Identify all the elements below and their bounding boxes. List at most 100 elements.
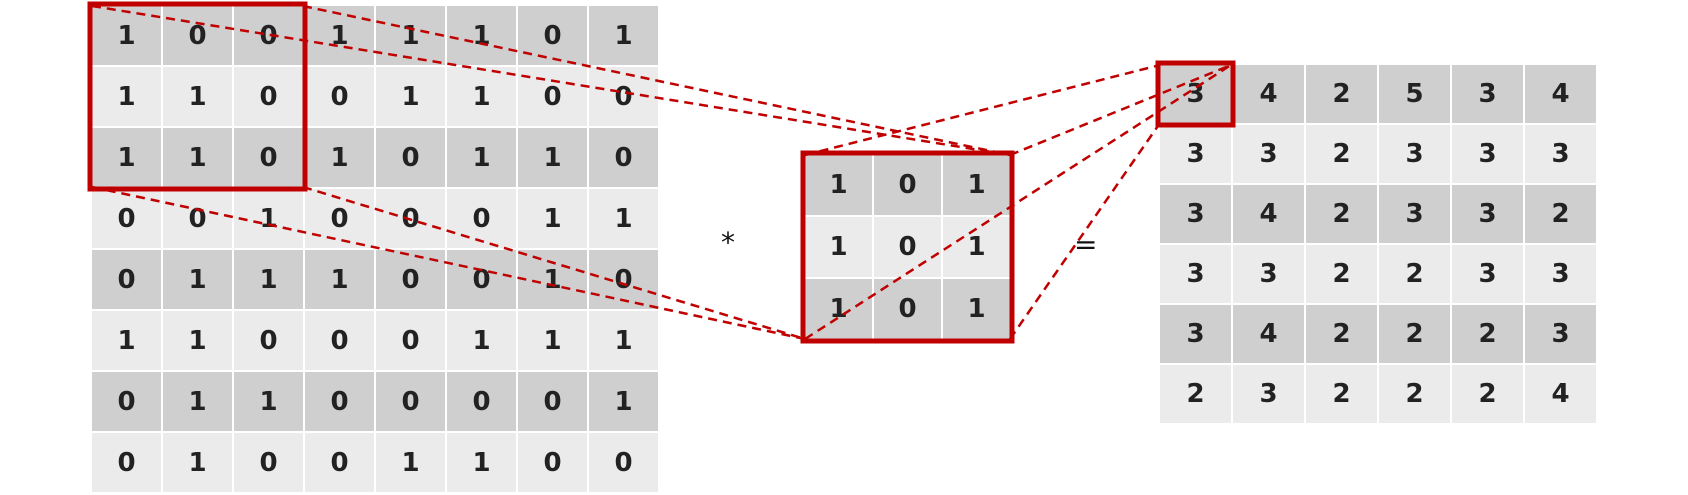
output-matrix-cell: 3: [1160, 185, 1231, 243]
input-matrix-cell: 1: [447, 128, 516, 187]
output-matrix-cell: 2: [1452, 305, 1523, 363]
input-matrix-cell: 0: [518, 433, 587, 492]
output-matrix-cell: 2: [1160, 365, 1231, 423]
input-matrix-cell: 1: [92, 311, 161, 370]
input-matrix-cell: 0: [589, 128, 658, 187]
kernel-matrix-cell: 0: [874, 155, 941, 215]
output-matrix-cell: 3: [1160, 65, 1231, 123]
input-matrix-cell: 0: [376, 311, 445, 370]
output-matrix-cell: 4: [1233, 65, 1304, 123]
input-matrix-cell: 1: [234, 189, 303, 248]
output-matrix-cell: 2: [1306, 305, 1377, 363]
input-matrix-cell: 0: [518, 67, 587, 126]
output-matrix-cell: 2: [1379, 305, 1450, 363]
input-matrix-cell: 0: [92, 189, 161, 248]
input-matrix-cell: 1: [163, 372, 232, 431]
input-matrix-cell: 0: [305, 433, 374, 492]
input-matrix-cell: 1: [447, 311, 516, 370]
input-matrix-cell: 0: [376, 128, 445, 187]
input-matrix-cell: 1: [163, 250, 232, 309]
output-matrix-cell: 2: [1525, 185, 1596, 243]
input-matrix-cell: 0: [447, 250, 516, 309]
input-matrix-cell: 1: [376, 6, 445, 65]
output-matrix-cell: 3: [1160, 245, 1231, 303]
input-matrix-cell: 1: [92, 67, 161, 126]
output-matrix-cell: 3: [1379, 125, 1450, 183]
output-matrix-cell: 2: [1306, 365, 1377, 423]
input-matrix-cell: 0: [305, 311, 374, 370]
input-matrix-cell: 1: [163, 433, 232, 492]
output-matrix-cell: 3: [1452, 185, 1523, 243]
output-matrix-cell: 5: [1379, 65, 1450, 123]
input-matrix-cell: 0: [518, 372, 587, 431]
output-matrix-cell: 3: [1525, 125, 1596, 183]
input-matrix-cell: 0: [234, 128, 303, 187]
input-matrix-cell: 0: [234, 6, 303, 65]
input-matrix-cell: 1: [234, 372, 303, 431]
input-matrix-cell: 0: [92, 250, 161, 309]
output-matrix-cell: 3: [1160, 305, 1231, 363]
output-matrix-cell: 3: [1233, 245, 1304, 303]
input-matrix-cell: 1: [305, 250, 374, 309]
output-matrix-cell: 2: [1306, 185, 1377, 243]
input-matrix-cell: 0: [376, 372, 445, 431]
input-matrix-cell: 1: [92, 128, 161, 187]
output-matrix-cell: 3: [1233, 365, 1304, 423]
kernel-matrix-cell: 1: [943, 155, 1010, 215]
input-matrix-cell: 0: [163, 6, 232, 65]
input-matrix-cell: 0: [447, 189, 516, 248]
input-matrix-cell: 1: [234, 250, 303, 309]
input-matrix-cell: 1: [589, 311, 658, 370]
output-matrix-cell: 3: [1379, 185, 1450, 243]
kernel-matrix-cell: 1: [805, 217, 872, 277]
input-matrix-cell: 1: [589, 6, 658, 65]
kernel-matrix-cell: 0: [874, 279, 941, 339]
output-matrix-cell: 4: [1233, 305, 1304, 363]
input-matrix-cell: 1: [163, 311, 232, 370]
input-matrix-cell: 0: [589, 250, 658, 309]
output-matrix-cell: 2: [1379, 245, 1450, 303]
input-matrix-cell: 1: [447, 67, 516, 126]
kernel-matrix-cell: 0: [874, 217, 941, 277]
input-matrix-cell: 0: [234, 67, 303, 126]
output-matrix-cell: 4: [1525, 365, 1596, 423]
output-matrix-cell: 3: [1525, 245, 1596, 303]
equals-operator: =: [1074, 228, 1098, 261]
output-matrix-cell: 3: [1452, 125, 1523, 183]
input-matrix-cell: 0: [376, 189, 445, 248]
kernel-matrix-cell: 1: [805, 279, 872, 339]
input-matrix-cell: 0: [305, 67, 374, 126]
output-matrix-cell: 4: [1233, 185, 1304, 243]
input-matrix-cell: 1: [447, 6, 516, 65]
input-matrix-cell: 1: [92, 6, 161, 65]
kernel-matrix-cell: 1: [943, 279, 1010, 339]
output-matrix-cell: 2: [1306, 65, 1377, 123]
input-matrix-cell: 0: [589, 67, 658, 126]
output-matrix-cell: 3: [1233, 125, 1304, 183]
input-matrix-cell: 1: [518, 311, 587, 370]
output-matrix-cell: 2: [1452, 365, 1523, 423]
input-matrix-cell: 0: [589, 433, 658, 492]
input-matrix-cell: 0: [163, 189, 232, 248]
input-matrix-cell: 1: [305, 6, 374, 65]
output-matrix-cell: 2: [1306, 125, 1377, 183]
connector-line-output: [804, 63, 1161, 157]
input-matrix-cell: 0: [234, 311, 303, 370]
output-matrix-cell: 2: [1379, 365, 1450, 423]
input-matrix-cell: 0: [376, 250, 445, 309]
input-matrix-cell: 1: [376, 433, 445, 492]
input-matrix-cell: 1: [163, 128, 232, 187]
input-matrix-cell: 0: [92, 372, 161, 431]
input-matrix-cell: 1: [447, 433, 516, 492]
output-matrix-cell: 3: [1525, 305, 1596, 363]
kernel-matrix-cell: 1: [805, 155, 872, 215]
input-matrix-cell: 0: [305, 189, 374, 248]
output-matrix-cell: 3: [1452, 245, 1523, 303]
input-matrix-cell: 0: [92, 433, 161, 492]
input-matrix-cell: 0: [305, 372, 374, 431]
output-matrix-cell: 3: [1160, 125, 1231, 183]
output-matrix-cell: 3: [1452, 65, 1523, 123]
